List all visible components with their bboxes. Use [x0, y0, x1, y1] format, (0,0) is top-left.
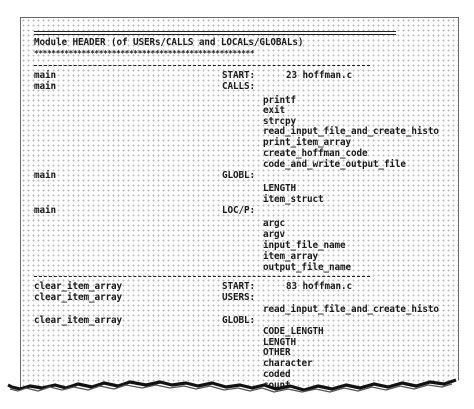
entry-tag-calls: CALLS: [222, 81, 255, 92]
entry-start-location: 83 hoffman.c [286, 281, 352, 292]
entry-name: main [34, 170, 56, 181]
users-item: read_input_file_and_create_histo [263, 304, 439, 315]
entry-tag-start: START: [222, 281, 255, 292]
globl-item: character [263, 358, 313, 369]
locp-item: item_array [263, 251, 318, 262]
entry-name: clear_item_array [34, 315, 122, 326]
locp-item: argc [263, 218, 285, 229]
header-rule-top [34, 31, 396, 32]
calls-item: create_hoffman_code [263, 148, 368, 159]
locp-item: output_file_name [263, 262, 351, 273]
entry-tag-locp: LOC/P: [222, 205, 255, 216]
header-rule-bottom [34, 34, 396, 35]
calls-item: print_item_array [263, 137, 351, 148]
globl-item: LENGTH [263, 337, 296, 348]
entry-start-location: 23 hoffman.c [286, 70, 352, 81]
entry-name: main [34, 81, 56, 92]
locp-item: input_file_name [263, 240, 346, 251]
globl-item: OTHER [263, 347, 291, 358]
calls-item: exit [263, 105, 285, 116]
entry-tag-globl: GLOBL: [222, 170, 255, 181]
calls-item: printf [263, 95, 296, 106]
entry-tag-globl: GLOBL: [222, 315, 255, 326]
calls-item: code_and_write_output_file [263, 159, 406, 170]
entry-tag-start: START: [222, 70, 255, 81]
globl-item: LENGTH [263, 183, 296, 194]
entry-name: clear_item_array [34, 281, 122, 292]
entry-name: clear_item_array [34, 292, 122, 303]
calls-item: read_input_file_and_create_histo [263, 126, 439, 137]
entry-name: main [34, 205, 56, 216]
globl-item: CODE_LENGTH [263, 326, 324, 337]
header-title: Module HEADER (of USERs/CALLS and LOCALs… [34, 37, 304, 48]
section-separator-2 [34, 276, 370, 277]
header-stars: ****************************************… [34, 49, 255, 58]
entry-tag-users: USERS: [222, 292, 255, 303]
paper-top-edge [20, 17, 459, 18]
globl-item: count [263, 380, 291, 391]
globl-item: item_struct [263, 194, 324, 205]
listing-paper [20, 18, 459, 396]
section-separator-1 [34, 65, 370, 66]
entry-name: main [34, 70, 56, 81]
locp-item: argv [263, 229, 285, 240]
globl-item: coded [263, 369, 291, 380]
torn-paper-edge [0, 378, 474, 409]
calls-item: strcpy [263, 116, 296, 127]
